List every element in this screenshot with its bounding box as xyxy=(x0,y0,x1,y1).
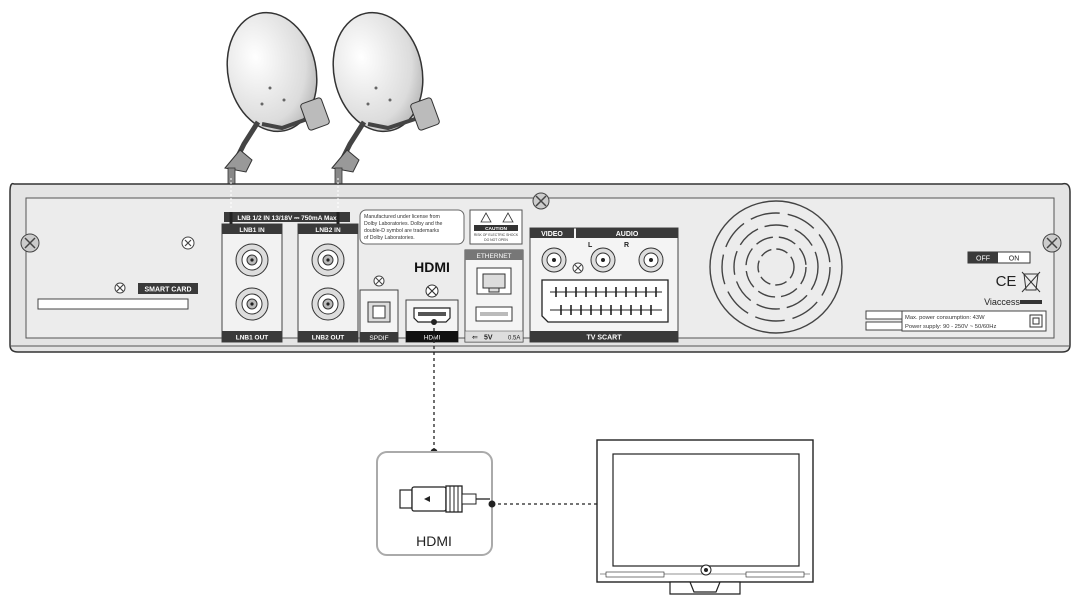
fan-grille xyxy=(709,200,843,334)
svg-text:Max. power consumption: 43W: Max. power consumption: 43W xyxy=(905,315,985,321)
lnb1-block: LNB1 IN LNB1 OUT xyxy=(221,223,283,343)
power-info-label: Max. power consumption: 43W Power supply… xyxy=(865,310,1047,332)
lnb2-out-label: LNB2 OUT xyxy=(312,335,345,342)
lnb2-block: LNB2 IN LNB2 OUT xyxy=(297,223,359,343)
svg-text:RISK OF ELECTRIC SHOCK: RISK OF ELECTRIC SHOCK xyxy=(474,233,519,237)
satellite-dish-2 xyxy=(331,11,440,213)
power-switch[interactable]: OFF ON xyxy=(967,251,1031,264)
caution-label: CAUTION RISK OF ELECTRIC SHOCK DO NOT OP… xyxy=(469,209,523,245)
screw-icon xyxy=(532,192,550,210)
power-on-label: ON xyxy=(1009,256,1020,263)
lnb-power-label: LNB 1/2 IN 13/18V ⎓ 750mA Max xyxy=(224,212,350,222)
hdmi-cable-label: HDMI xyxy=(416,533,452,549)
screw-icon xyxy=(181,236,195,250)
audio-right-rca-jack[interactable] xyxy=(638,247,664,273)
dolby-notice: Manufactured under license from Dolby La… xyxy=(359,209,465,245)
smart-card-slot[interactable] xyxy=(37,298,189,310)
weee-bin-icon xyxy=(1021,271,1041,293)
hdmi-plug-icon xyxy=(399,485,490,513)
svg-text:R: R xyxy=(624,242,629,249)
svg-text:of Dolby Laboratories.: of Dolby Laboratories. xyxy=(364,235,415,241)
usb-icon: ⇐ xyxy=(472,335,478,342)
svg-text:HDMI: HDMI xyxy=(424,335,441,342)
screw-icon xyxy=(572,262,584,274)
svg-text:AUDIO: AUDIO xyxy=(616,231,639,238)
svg-text:L: L xyxy=(588,242,593,249)
svg-text:0.5A: 0.5A xyxy=(508,336,520,342)
svg-text:SPDIF: SPDIF xyxy=(369,335,388,342)
hdmi-port[interactable] xyxy=(413,307,451,323)
tv-scart-port[interactable] xyxy=(541,279,669,323)
lnb1-in-label: LNB1 IN xyxy=(239,227,265,234)
tv-connection-line xyxy=(488,500,608,508)
lnb2-in-label: LNB2 IN xyxy=(315,227,341,234)
svg-text:TV SCART: TV SCART xyxy=(587,335,623,342)
ethernet-usb-block: ETHERNET ⇐ 5V 0.5A xyxy=(464,249,524,343)
usb-port[interactable] xyxy=(475,306,513,322)
svg-text:Dolby Laboratories. Dolby and: Dolby Laboratories. Dolby and the xyxy=(364,221,443,227)
ce-mark: CE xyxy=(996,273,1017,290)
svg-text:VIDEO: VIDEO xyxy=(541,231,563,238)
screw-icon xyxy=(20,233,40,253)
hdmi-logo: HDMI xyxy=(414,259,450,275)
power-off-label: OFF xyxy=(976,256,990,263)
lnb2-out-connector[interactable] xyxy=(311,287,345,321)
smart-card-label: SMART CARD xyxy=(138,283,198,294)
svg-text:ETHERNET: ETHERNET xyxy=(476,253,511,260)
svg-text:Power supply: 90 - 250V ~ 50/6: Power supply: 90 - 250V ~ 50/60Hz xyxy=(905,324,996,330)
television xyxy=(596,439,814,595)
svg-text:double-D symbol are trademarks: double-D symbol are trademarks xyxy=(364,228,440,234)
svg-text:DO NOT OPEN: DO NOT OPEN xyxy=(484,238,508,242)
viaccess-label: Viaccess xyxy=(984,297,1042,307)
satellite-dish-1 xyxy=(224,11,330,213)
lnb1-out-connector[interactable] xyxy=(235,287,269,321)
audio-left-rca-jack[interactable] xyxy=(590,247,616,273)
lnb1-out-label: LNB1 OUT xyxy=(236,335,269,342)
video-rca-jack[interactable] xyxy=(541,247,567,273)
spdif-port[interactable] xyxy=(367,301,391,323)
screw-icon xyxy=(114,282,126,294)
svg-text:SMART CARD: SMART CARD xyxy=(144,287,191,294)
lnb1-in-connector[interactable] xyxy=(235,243,269,277)
svg-text:Viaccess: Viaccess xyxy=(984,297,1020,307)
svg-text:LNB 1/2 IN 13/18V ⎓ 750mA Max: LNB 1/2 IN 13/18V ⎓ 750mA Max xyxy=(237,215,337,222)
svg-text:CE: CE xyxy=(996,273,1017,290)
svg-text:Manufactured under license fro: Manufactured under license from xyxy=(364,214,440,220)
svg-text:5V: 5V xyxy=(484,335,493,342)
ethernet-port[interactable] xyxy=(476,267,512,295)
lnb2-in-connector[interactable] xyxy=(311,243,345,277)
svg-text:CAUTION: CAUTION xyxy=(485,226,507,232)
svg-text:HDMI: HDMI xyxy=(416,533,452,549)
screw-icon xyxy=(1042,233,1062,253)
